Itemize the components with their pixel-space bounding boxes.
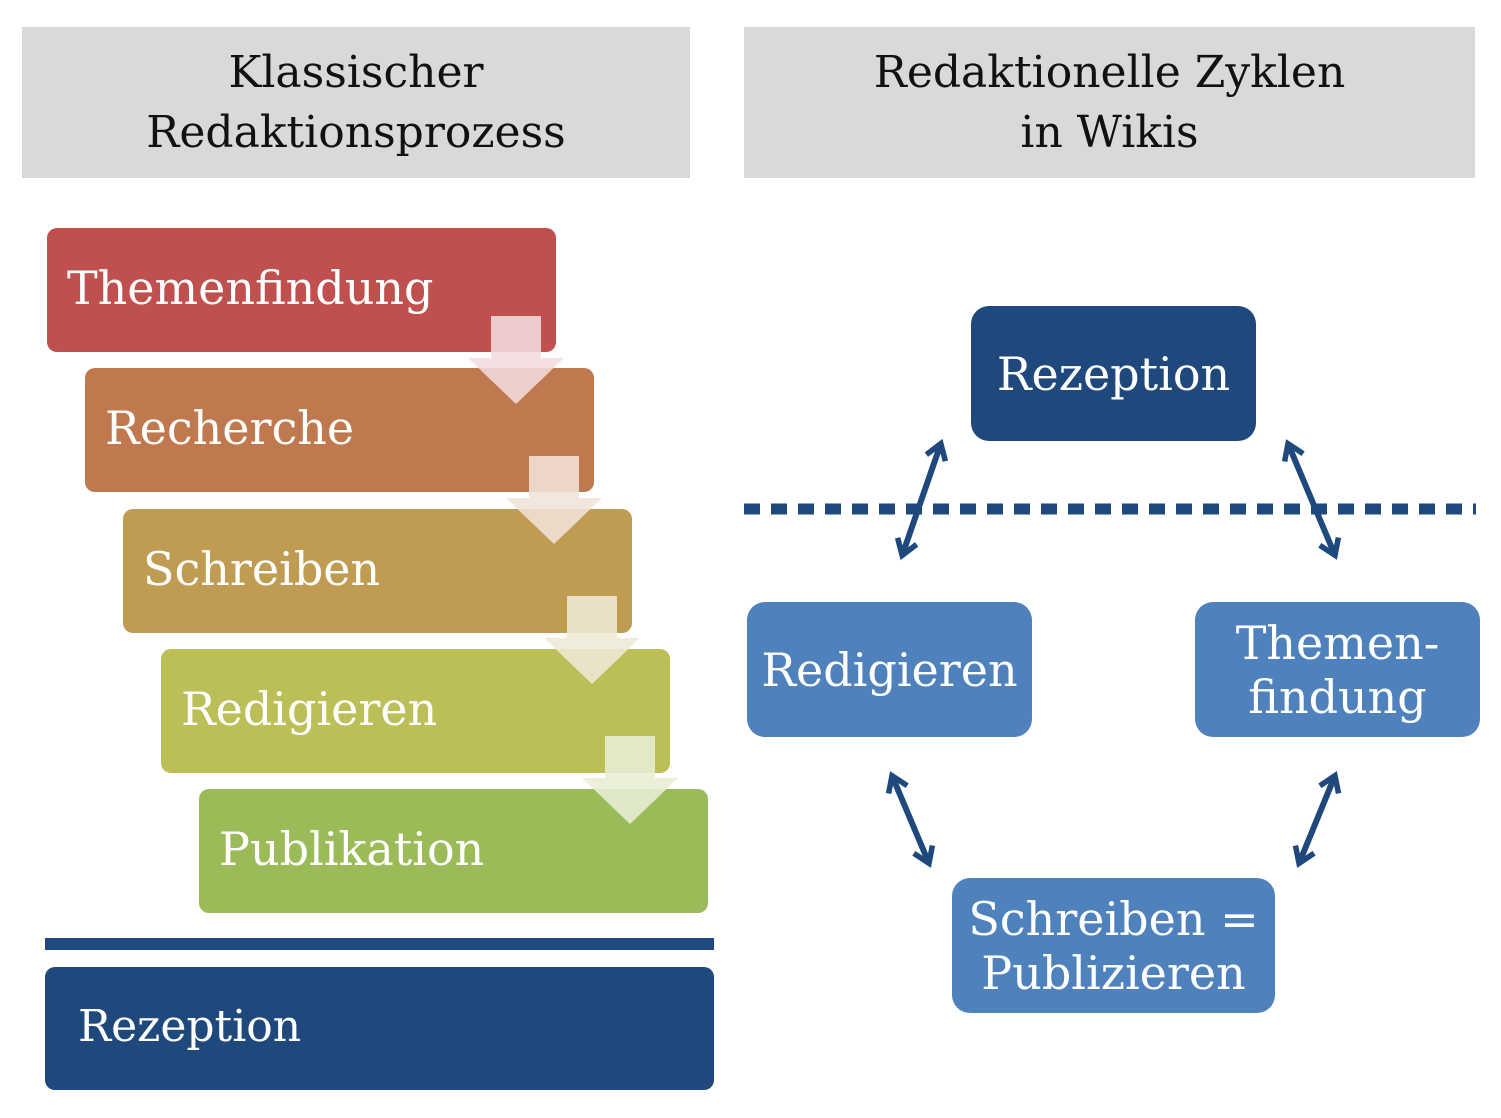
step-publikation-label: Publikation — [219, 822, 485, 876]
down-arrow-icon — [582, 736, 678, 824]
down-arrow-icon — [506, 456, 602, 544]
header-wiki-line2: in Wikis — [1020, 106, 1199, 158]
header-wiki-cycles: Redaktionelle Zyklen in Wikis — [744, 27, 1475, 178]
cycle-node-rezeption: Rezeption — [971, 306, 1256, 441]
double-arrow-icon — [1281, 439, 1342, 560]
step-themenfindung-label: Themenfindung — [67, 261, 434, 315]
step-redigieren-label: Redigieren — [181, 682, 438, 736]
classic-rezeption-label: Rezeption — [78, 1001, 302, 1052]
down-arrow-icon — [544, 596, 640, 684]
header-classic-process: Klassischer Redaktionsprozess — [22, 27, 690, 178]
classic-divider-line — [45, 938, 714, 950]
step-schreiben: Schreiben — [123, 509, 632, 633]
step-recherche: Recherche — [85, 368, 594, 492]
cycle-node-schreiben-line2: Publizieren — [981, 945, 1246, 1000]
cycle-node-schreiben-line1: Schreiben = — [968, 891, 1259, 946]
classic-rezeption-bar: Rezeption — [45, 967, 714, 1090]
step-recherche-label: Recherche — [105, 401, 355, 455]
cycle-node-themenfindung-line1: Themen- — [1235, 615, 1440, 670]
cycle-node-schreiben-publizieren: Schreiben = Publizieren — [952, 878, 1275, 1013]
double-arrow-icon — [1292, 771, 1342, 868]
down-arrow-icon — [468, 316, 564, 404]
cycle-node-redigieren: Redigieren — [747, 602, 1032, 737]
double-arrow-icon — [894, 438, 949, 561]
cycle-node-themenfindung-line2: findung — [1248, 669, 1427, 724]
cycle-node-themenfindung: Themen- findung — [1195, 602, 1480, 737]
double-arrow-icon — [885, 771, 936, 868]
step-themenfindung: Themenfindung — [47, 228, 556, 352]
cycle-node-redigieren-label: Redigieren — [761, 642, 1018, 697]
header-wiki-line1: Redaktionelle Zyklen — [873, 46, 1346, 98]
header-classic-line1: Klassischer — [228, 46, 484, 98]
cycle-node-rezeption-label: Rezeption — [996, 346, 1231, 401]
header-classic-line2: Redaktionsprozess — [146, 106, 566, 158]
step-schreiben-label: Schreiben — [143, 542, 381, 596]
